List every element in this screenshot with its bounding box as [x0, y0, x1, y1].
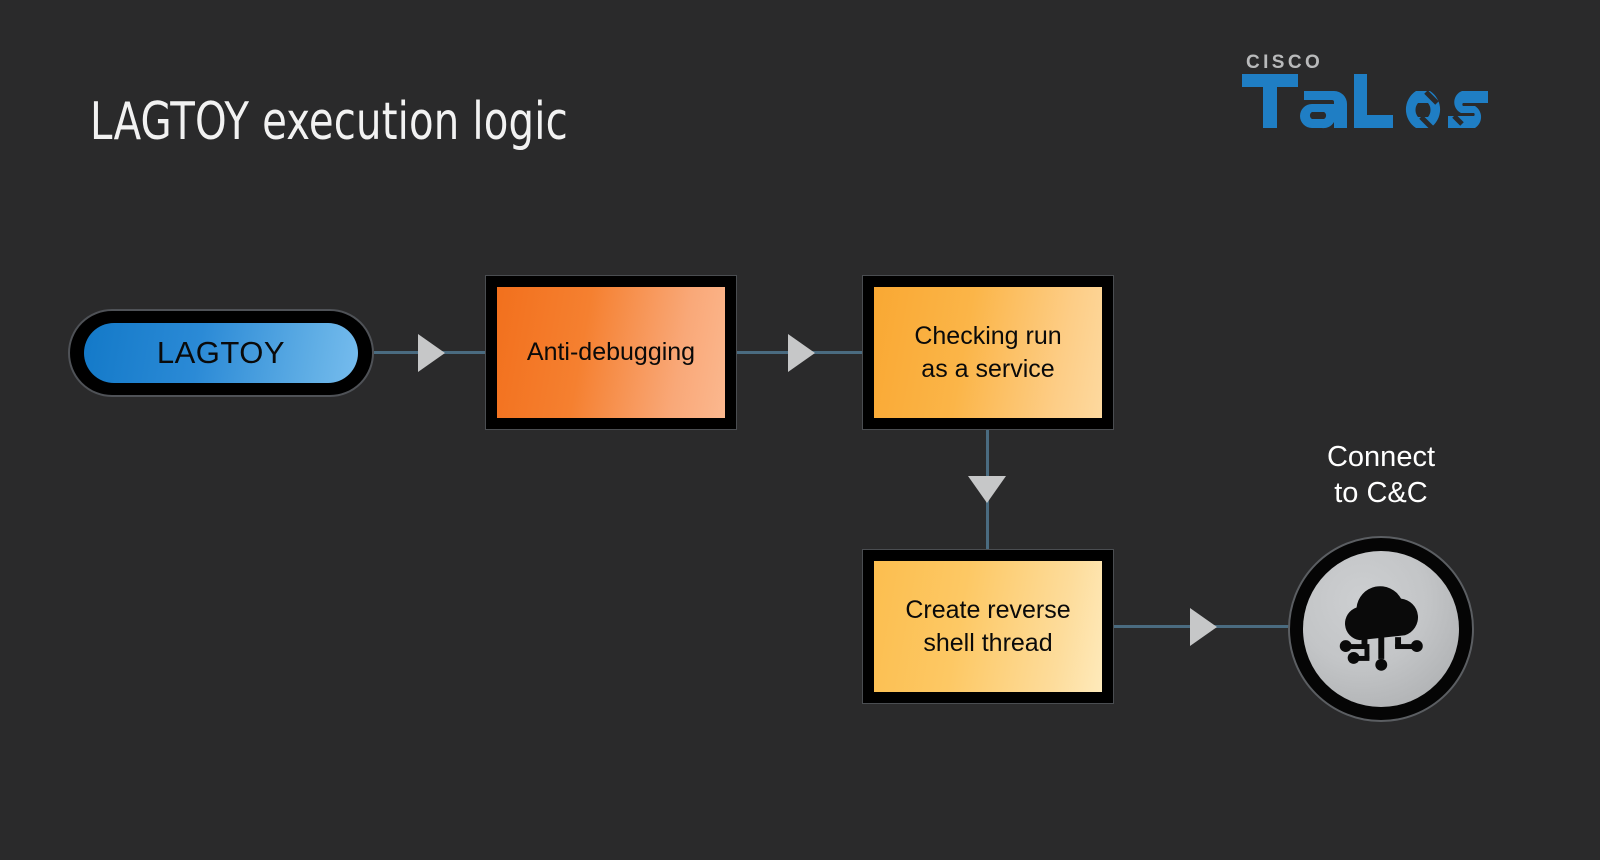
page-title: LAGTOY execution logic [90, 92, 568, 152]
cc-label-line1: Connect [1326, 441, 1435, 473]
node-service-label-line2: as a service [921, 354, 1055, 383]
cc-label-line2: to C&C [1334, 476, 1428, 509]
node-checking-run-as-a-service[interactable]: Checking run as a service [862, 275, 1114, 430]
arrowhead-right-3 [1190, 608, 1217, 646]
cisco-wordmark: CISCO [1246, 52, 1324, 73]
cloud-network-icon [1339, 585, 1423, 671]
node-checking-run-as-a-service-label: Checking run as a service [874, 287, 1102, 418]
talos-wordmark [1240, 70, 1490, 136]
node-create-reverse-shell-thread[interactable]: Create reverse shell thread [862, 549, 1114, 704]
node-revshell-label-line2: shell thread [923, 628, 1053, 657]
node-cc-disc [1303, 551, 1459, 707]
node-anti-debugging[interactable]: Anti-debugging [485, 275, 737, 430]
node-anti-debugging-label: Anti-debugging [497, 287, 725, 418]
cisco-talos-logo: CISCO [1240, 52, 1490, 136]
node-connect-to-cc[interactable] [1288, 536, 1474, 722]
node-lagtoy-label: LAGTOY [84, 323, 358, 383]
node-service-label-line1: Checking run [914, 321, 1062, 350]
arrowhead-right-2 [788, 334, 815, 372]
node-create-reverse-shell-thread-label: Create reverse shell thread [874, 561, 1102, 692]
node-connect-to-cc-label: Connect to C&C [1288, 440, 1474, 512]
arrowhead-right-1 [418, 334, 445, 372]
node-lagtoy[interactable]: LAGTOY [68, 309, 374, 397]
arrowhead-down-1 [968, 476, 1006, 503]
node-revshell-label-line1: Create reverse [905, 595, 1071, 624]
